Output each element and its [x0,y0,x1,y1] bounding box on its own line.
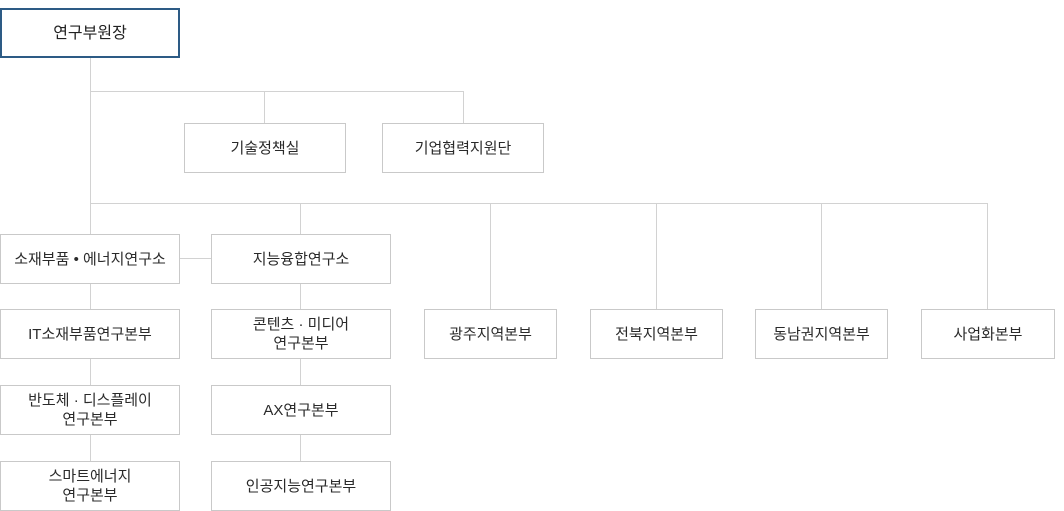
node-commercialization-division: 사업화본부 [921,309,1055,359]
node-it-materials-division: IT소재부품연구본부 [0,309,180,359]
node-ax-division: AX연구본부 [211,385,391,435]
node-content-media-division: 콘텐츠 · 미디어 연구본부 [211,309,391,359]
node-vice-president: 연구부원장 [0,8,180,58]
node-materials-energy-institute: 소재부품 • 에너지연구소 [0,234,180,284]
node-intelligence-convergence-institute: 지능융합연구소 [211,234,391,284]
node-dongnam-regional-division: 동남권지역본부 [755,309,888,359]
node-jeonbuk-regional-division: 전북지역본부 [590,309,723,359]
node-tech-policy-office: 기술정책실 [184,123,346,173]
node-corporate-cooperation-center: 기업협력지원단 [382,123,544,173]
node-semiconductor-display-division: 반도체 · 디스플레이 연구본부 [0,385,180,435]
node-gwangju-regional-division: 광주지역본부 [424,309,557,359]
node-smart-energy-division: 스마트에너지 연구본부 [0,461,180,511]
node-ai-division: 인공지능연구본부 [211,461,391,511]
